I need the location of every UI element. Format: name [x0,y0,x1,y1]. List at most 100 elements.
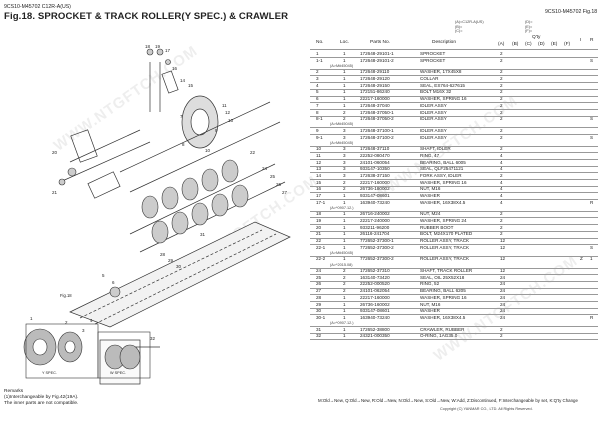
row-note: (A>*0907.12.) [330,205,354,210]
cell-desc: IDLER ASSY [420,116,447,122]
cell-desc: IDLER ASSY [420,102,447,108]
copyright: Copyright (C) YANMAR CO., LTD. All Right… [440,407,533,411]
cell-a: 2 [500,231,503,237]
col-r: R [590,38,594,43]
cell-desc: WASHER, SPRING 24 [420,218,467,223]
cell-desc: BOLT, M24X170 PLATED [420,231,473,237]
cell-loc: 1 [343,102,346,108]
cell-a: 2 [500,89,503,95]
footer-legend: M:Old→New, Q:Old→New, R:Old→New, N:Old→N… [318,398,578,403]
cell-loc: 1 [343,294,346,300]
cell-loc: 1 [343,69,346,75]
row-note: (A>M#45045) [330,140,354,145]
cell-loc: 3 [343,134,346,140]
cell-parts: 24101-060054 [360,159,390,165]
row-divider [310,217,598,219]
callout-label: 25 [270,174,276,179]
spec-label-left: Y SPEC. [42,371,57,375]
row-divider [310,102,598,104]
row-note: (A>M#45045) [330,122,354,127]
callout-label: 31 [200,232,206,237]
cell-a: 4 [500,159,503,165]
cell-a: 2 [500,82,503,88]
cell-loc: 3 [343,146,346,152]
variant-key-item: (D)= [525,20,533,24]
cell-r: S [590,134,594,140]
cell-no: 8-1 [316,116,323,122]
cell-i: Z [580,256,583,262]
cell-loc: 1 [343,244,346,250]
cell-loc: 2 [343,274,346,280]
callout-label: 30 [176,264,182,269]
col-a: (A) [498,42,505,47]
variant-key-item: (B)= [455,24,463,29]
cell-loc: 1 [343,326,346,332]
cell-r: R [590,314,594,320]
cell-parts: 172648-37050-1 [360,109,394,115]
remarks-title: Remarks [4,389,24,394]
cell-desc: SEAL, QLF25471121 [420,166,464,172]
remarks-line: The inner parts are not compatible. [4,400,79,406]
cell-a: 2 [500,172,503,178]
cell-parts: 772652-37300-1 [360,238,394,244]
cell-loc: 1 [343,314,346,320]
row-divider [310,300,598,302]
cell-no: 7 [316,102,319,108]
row-divider [310,68,598,70]
callout-label: 21 [52,190,58,195]
cell-r: 1 [590,256,593,262]
cell-desc: SPROCKET [420,51,446,56]
cell-no: 22-2 [316,256,326,262]
callout-label: 16 [172,66,178,71]
row-divider [310,75,598,77]
row-note: (A>M#45045) [330,63,354,68]
cell-desc: ROLLER ASSY, TRACK [420,238,470,244]
cell-no: 9 [316,127,319,133]
cell-no: 22 [316,238,322,244]
cell-parts: 772652-37300-2 [360,256,394,262]
cell-loc: 1 [343,82,346,88]
cell-no: 17-1 [316,199,326,205]
cell-no: 12 [316,159,322,165]
cell-a: 2 [500,69,503,75]
cell-desc: SEAL, ES764-627615 [420,82,465,88]
variant-key: (A)=C12R-A(US) (B)= (C)= [455,20,484,34]
callout-label: 5 [102,273,105,278]
row-divider [310,145,598,147]
cell-desc: BOLT M16X 32 [420,89,452,95]
cell-loc: 2 [343,109,346,115]
col-desc: Description [432,40,456,45]
cell-a: 2 [500,146,503,152]
cell-desc: WASHER, 16X38X4.5 [420,199,466,205]
row-divider [310,255,598,257]
callout-label: 17 [165,48,171,53]
cell-loc: 1 [343,96,346,102]
callout-label: 8 [182,142,185,147]
cell-no: 11 [316,152,321,158]
cell-parts: 22217-160000 [360,294,390,300]
cell-a: 2 [500,96,503,102]
col-d: (D) [538,42,545,47]
cell-a: 2 [500,102,503,108]
cell-desc: RUBBER BOOT [420,224,454,230]
cell-parts: 163140-73420 [360,274,390,280]
cell-a: 2 [500,326,503,332]
cell-loc: 1 [343,231,346,237]
